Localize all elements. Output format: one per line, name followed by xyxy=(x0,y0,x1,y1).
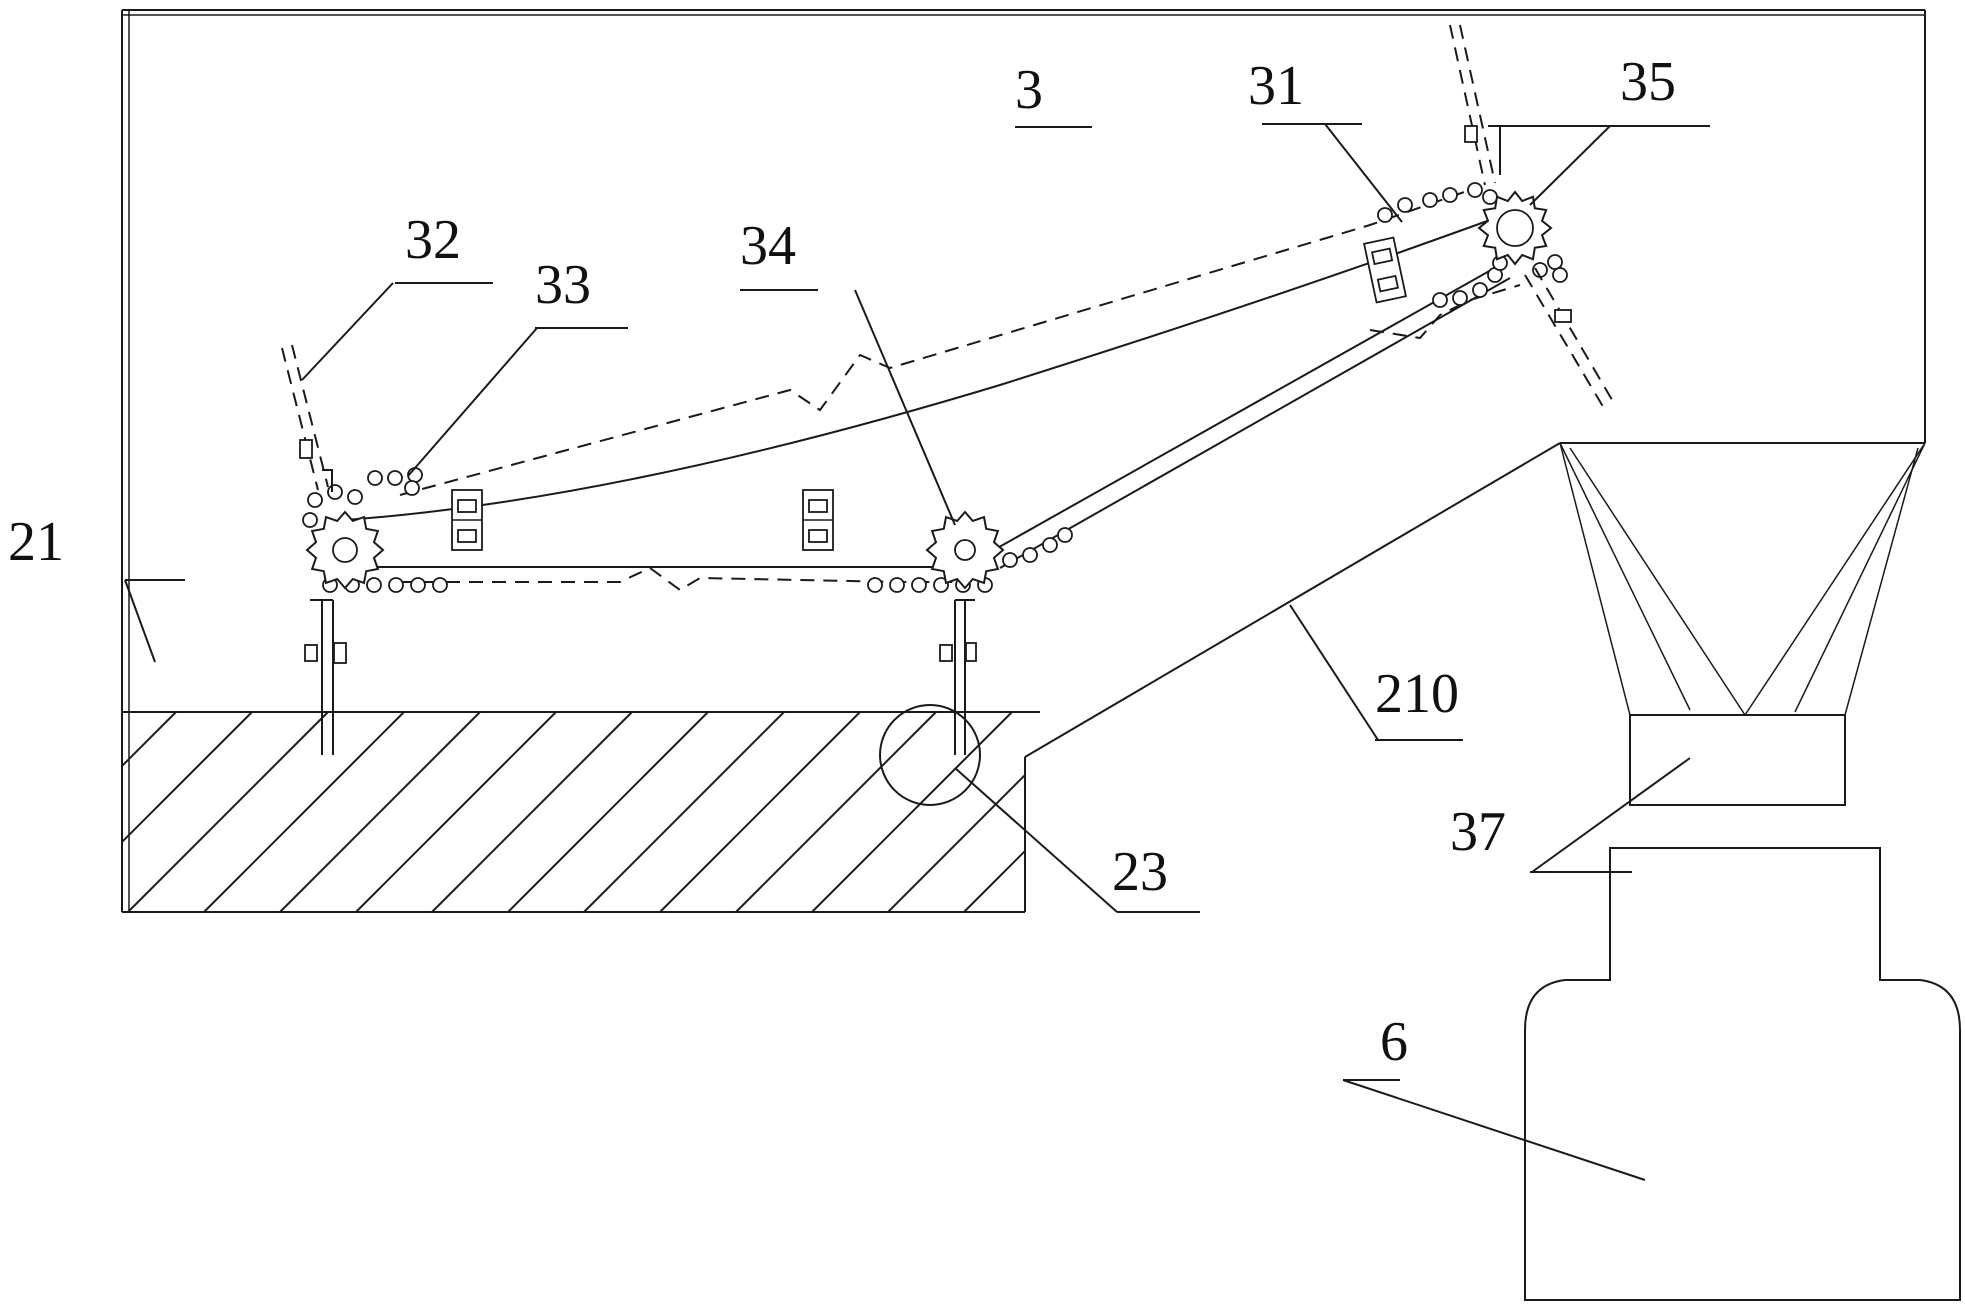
chain-roller xyxy=(404,480,420,496)
label-33: 33 xyxy=(535,254,591,316)
hatch-line xyxy=(659,712,861,912)
chain-roller xyxy=(1467,182,1483,198)
chain-roller xyxy=(933,577,949,593)
chain-roller xyxy=(347,489,363,505)
discharge-hopper xyxy=(1559,442,1926,806)
machine-frame xyxy=(121,9,1926,913)
foundation-hatch xyxy=(0,712,1392,912)
chain-roller xyxy=(1022,547,1038,563)
hatch-line xyxy=(963,712,1040,912)
chain-roller xyxy=(889,577,905,593)
chain-roller xyxy=(1442,187,1458,203)
hatch-line xyxy=(203,712,405,912)
chain-roller xyxy=(1422,192,1438,208)
chain-roller xyxy=(307,492,323,508)
chain-roller xyxy=(1482,189,1498,205)
container-6 xyxy=(1524,847,1961,1301)
chain-roller xyxy=(1042,537,1058,553)
label-37: 37 xyxy=(1450,801,1506,863)
sprocket-35 xyxy=(1477,190,1553,266)
chain-roller xyxy=(367,470,383,486)
hatch-line xyxy=(1192,712,1392,912)
chain-roller xyxy=(1547,254,1563,270)
hatch-line xyxy=(127,712,329,912)
hatch-line xyxy=(887,712,1040,912)
sprocket-hub xyxy=(1496,209,1534,247)
label-35: 35 xyxy=(1620,51,1676,113)
chain-roller xyxy=(911,577,927,593)
sprocket-hub xyxy=(332,537,358,563)
hatch-line xyxy=(0,712,100,912)
chain-roller xyxy=(1552,267,1568,283)
chain-roller xyxy=(366,577,382,593)
sprocket-34 xyxy=(925,510,1005,590)
support-brackets xyxy=(451,236,1407,551)
chain-roller xyxy=(867,577,883,593)
hatch-line xyxy=(431,712,633,912)
inclined-chute xyxy=(1024,442,1561,758)
chain-roller xyxy=(302,512,318,528)
sprocket-33 xyxy=(305,510,385,590)
hopper-outlet-37 xyxy=(1629,714,1846,806)
hatch-line xyxy=(735,712,937,912)
label-3: 3 xyxy=(1015,59,1043,121)
chain-roller xyxy=(1377,207,1393,223)
chain-roller xyxy=(432,577,448,593)
chain-roller xyxy=(1057,527,1073,543)
hatch-line xyxy=(583,712,785,912)
hatch-line xyxy=(122,712,177,912)
chain-roller xyxy=(410,577,426,593)
hatch-line xyxy=(811,712,1013,912)
support-legs xyxy=(304,599,977,755)
label-6: 6 xyxy=(1380,1011,1408,1073)
label-32: 32 xyxy=(405,209,461,271)
chain-roller xyxy=(327,484,343,500)
hatch-line xyxy=(507,712,709,912)
hatch-line xyxy=(279,712,481,912)
hatch-line xyxy=(122,712,253,912)
chain-roller xyxy=(1472,282,1488,298)
chain-roller xyxy=(388,577,404,593)
conveyor-chain xyxy=(344,189,1521,592)
chain-roller xyxy=(387,470,403,486)
label-210: 210 xyxy=(1375,663,1459,725)
pusher-flights xyxy=(281,24,1616,492)
label-23: 23 xyxy=(1112,841,1168,903)
sprocket-hub xyxy=(954,539,976,561)
chain-roller xyxy=(1002,552,1018,568)
label-21: 21 xyxy=(8,511,64,573)
chain-roller xyxy=(1452,290,1468,306)
label-31: 31 xyxy=(1248,55,1304,117)
chain-roller xyxy=(1432,292,1448,308)
leader-lines xyxy=(124,123,1710,1181)
hatch-line xyxy=(355,712,557,912)
chain-roller xyxy=(1397,197,1413,213)
detail-circle-23 xyxy=(879,704,981,806)
label-34: 34 xyxy=(740,215,796,277)
